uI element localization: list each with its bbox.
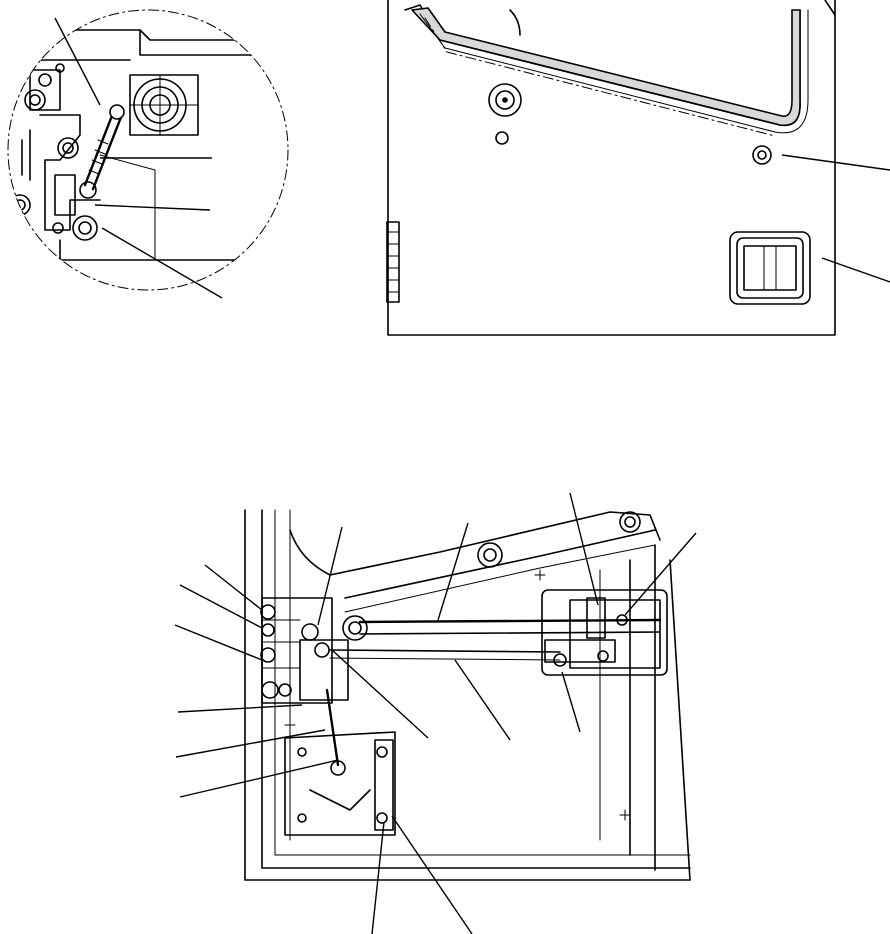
leader-line	[371, 821, 385, 934]
leader-line	[101, 227, 223, 299]
leader-line	[331, 649, 429, 739]
leader-line	[174, 624, 263, 661]
detail-boundary-circle	[7, 9, 289, 291]
leader-line	[391, 815, 473, 934]
leader-line	[561, 671, 581, 733]
latch-assembly	[541, 589, 668, 676]
leader-line	[179, 759, 339, 798]
leader-line	[175, 729, 326, 758]
leader-line	[454, 659, 511, 741]
leader-line	[821, 257, 890, 283]
leader-line	[569, 492, 599, 606]
leader-line	[94, 204, 211, 211]
leader-line	[177, 704, 303, 713]
detail-view	[7, 9, 289, 299]
panel-view	[386, 0, 890, 336]
leader-line	[179, 584, 263, 629]
leader-line	[204, 564, 263, 611]
leader-line	[437, 522, 469, 621]
door-handle	[729, 231, 811, 305]
assembly-view	[174, 492, 697, 934]
leader-line	[54, 17, 101, 106]
leader-line	[317, 526, 343, 626]
panel-outline	[387, 0, 836, 336]
leader-line	[781, 154, 890, 171]
leader-line	[624, 532, 697, 616]
